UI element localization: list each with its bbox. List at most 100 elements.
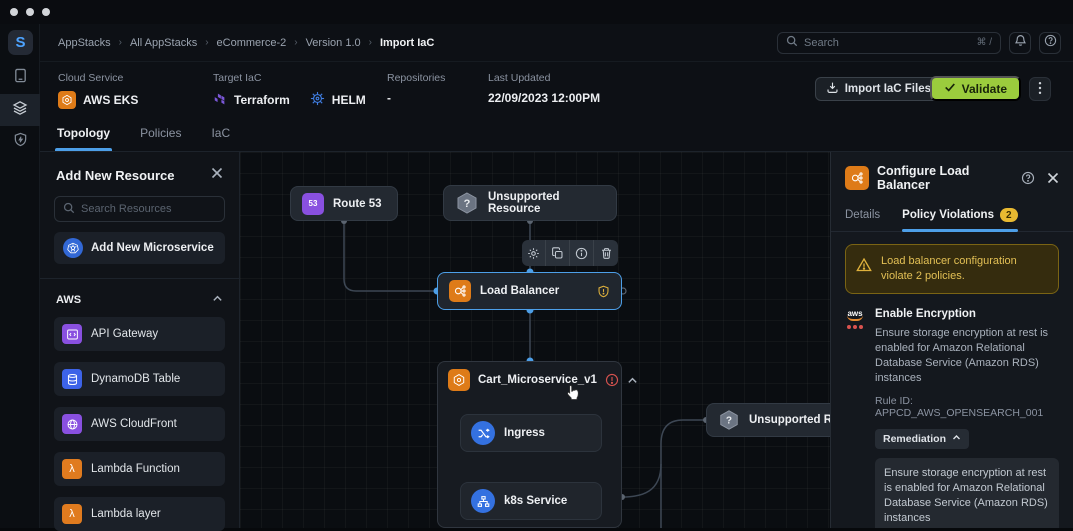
node-settings-button[interactable]	[522, 240, 546, 266]
cloudfront-icon	[62, 414, 82, 434]
chevron-up-icon	[212, 291, 223, 309]
meta-last-updated: Last Updated 22/09/2023 12:00PM	[488, 72, 600, 105]
node-ingress[interactable]: Ingress	[460, 414, 602, 452]
aws-logo-icon: aws	[847, 310, 863, 321]
validate-button[interactable]: Validate	[929, 76, 1021, 101]
more-actions-button[interactable]	[1029, 77, 1051, 101]
policy-title: Enable Encryption	[875, 308, 976, 320]
info-circle-icon	[575, 247, 588, 259]
resource-item-label: Lambda Function	[91, 463, 180, 475]
rail-item-docs[interactable]	[0, 62, 40, 94]
svg-text:?: ?	[726, 416, 732, 427]
add-resource-panel: Add New Resource Search Resources Add Ne…	[40, 152, 240, 531]
question-circle-icon[interactable]	[1021, 171, 1035, 185]
node-label: Route 53	[333, 197, 382, 210]
window-control-dot[interactable]	[26, 8, 34, 16]
node-unsupported-resource-2[interactable]: ? Unsupported Resource	[706, 403, 830, 437]
node-delete-button[interactable]	[594, 240, 618, 266]
k8s-service-icon	[471, 489, 495, 513]
rail-item-policies[interactable]	[0, 126, 40, 158]
meta-value: AWS EKS	[83, 93, 139, 107]
resource-item-lambda-layer[interactable]: λ Lambda layer	[54, 497, 225, 531]
tab-details[interactable]: Details	[845, 208, 880, 231]
chevron-right-icon: ›	[205, 37, 209, 48]
resource-search-input[interactable]: Search Resources	[54, 196, 225, 222]
panel-title: Add New Resource	[56, 167, 175, 183]
resource-item-api-gateway[interactable]: API Gateway	[54, 317, 225, 351]
breadcrumb-item[interactable]: All AppStacks	[129, 36, 198, 49]
node-unsupported-resource[interactable]: ? Unsupported Resource	[443, 185, 617, 221]
tab-policy-violations-label: Policy Violations	[902, 209, 994, 221]
notifications-button[interactable]	[1009, 31, 1031, 54]
lambda-icon: λ	[62, 504, 82, 524]
gear-icon	[528, 247, 539, 259]
config-tab-bar: Details Policy Violations 2	[831, 202, 1073, 232]
breadcrumb-item[interactable]: eCommerce-2	[216, 36, 287, 49]
help-button[interactable]	[1039, 31, 1061, 54]
policy-shield-icon[interactable]	[597, 285, 610, 298]
topology-canvas[interactable]: 53 Route 53 ? Unsupported Resource Load …	[240, 152, 830, 528]
cart-microservice-header[interactable]: Cart_Microservice_v1	[438, 362, 637, 398]
error-alert-icon[interactable]	[605, 373, 619, 387]
add-new-microservice-label: Add New Microservice	[91, 242, 214, 254]
remediation-text: Ensure storage encryption at rest is ena…	[875, 458, 1059, 528]
chevron-up-icon[interactable]	[627, 375, 638, 386]
import-iac-files-button[interactable]: Import IaC Files	[814, 77, 942, 101]
window-controls[interactable]	[0, 0, 1073, 16]
search-icon	[63, 202, 75, 217]
window-control-dot[interactable]	[10, 8, 18, 16]
node-toolbar	[522, 240, 618, 266]
resource-item-dynamodb[interactable]: DynamoDB Table	[54, 362, 225, 396]
tab-policies[interactable]: Policies	[140, 126, 182, 140]
resource-item-label: DynamoDB Table	[91, 373, 181, 385]
node-cart-microservice-container[interactable]: Cart_Microservice_v1 Ingress k8s Service	[437, 361, 637, 528]
aws-group-header[interactable]: AWS	[40, 279, 239, 317]
close-icon[interactable]	[211, 166, 223, 184]
svg-text:?: ?	[464, 198, 471, 210]
meta-label: Cloud Service	[58, 72, 124, 84]
node-info-button[interactable]	[570, 240, 594, 266]
policy-warning-banner: Load balancer configuration violate 2 po…	[845, 244, 1059, 294]
add-new-microservice-button[interactable]: Add New Microservice	[54, 232, 225, 264]
elb-icon	[449, 280, 471, 302]
divider	[40, 278, 239, 279]
meta-value: -	[387, 91, 391, 105]
top-chrome: AppStacks › All AppStacks › eCommerce-2 …	[40, 24, 1073, 62]
api-gateway-icon	[62, 324, 82, 344]
resource-item-lambda-function[interactable]: λ Lambda Function	[54, 452, 225, 486]
validate-label: Validate	[961, 81, 1007, 96]
remediation-toggle[interactable]: Remediation	[875, 429, 970, 449]
tablet-icon	[13, 68, 28, 88]
node-duplicate-button[interactable]	[546, 240, 570, 266]
window-control-dot[interactable]	[42, 8, 50, 16]
close-icon[interactable]	[1047, 172, 1059, 184]
meta-value: HELM	[331, 93, 366, 107]
appcd-logo[interactable]: S	[8, 30, 33, 55]
tab-topology[interactable]: Topology	[54, 126, 113, 151]
resource-item-label: AWS CloudFront	[91, 418, 177, 430]
node-route53[interactable]: 53 Route 53	[290, 186, 398, 221]
stack-meta-bar: Cloud Service AWS EKS Target IaC Terrafo…	[40, 62, 1073, 117]
resource-search-placeholder: Search Resources	[81, 203, 172, 215]
breadcrumb-item[interactable]: AppStacks	[58, 36, 111, 49]
tab-iac[interactable]: IaC	[211, 126, 231, 140]
tab-policy-violations[interactable]: Policy Violations 2	[902, 208, 1018, 232]
rail-item-appstacks[interactable]	[0, 94, 40, 126]
global-search-input[interactable]: Search ⌘ /	[777, 31, 1001, 54]
meta-label: Repositories	[387, 72, 446, 84]
meta-label: Target IaC	[213, 72, 262, 84]
resource-item-cloudfront[interactable]: AWS CloudFront	[54, 407, 225, 441]
eks-microservice-icon	[448, 369, 470, 391]
severity-dots-icon	[847, 325, 863, 329]
hexagon-question-icon: ?	[718, 409, 740, 431]
breadcrumb-item[interactable]: Version 1.0	[305, 36, 361, 49]
node-load-balancer[interactable]: Load Balancer	[437, 272, 622, 310]
shield-bolt-icon	[13, 132, 28, 152]
question-circle-icon	[1044, 34, 1057, 52]
node-label: Unsupported Resource	[488, 191, 560, 215]
breadcrumb: AppStacks › All AppStacks › eCommerce-2 …	[40, 37, 777, 49]
node-k8s-service[interactable]: k8s Service	[460, 482, 602, 520]
terraform-icon	[213, 92, 227, 109]
resource-item-label: API Gateway	[91, 328, 159, 340]
check-icon	[944, 81, 956, 96]
